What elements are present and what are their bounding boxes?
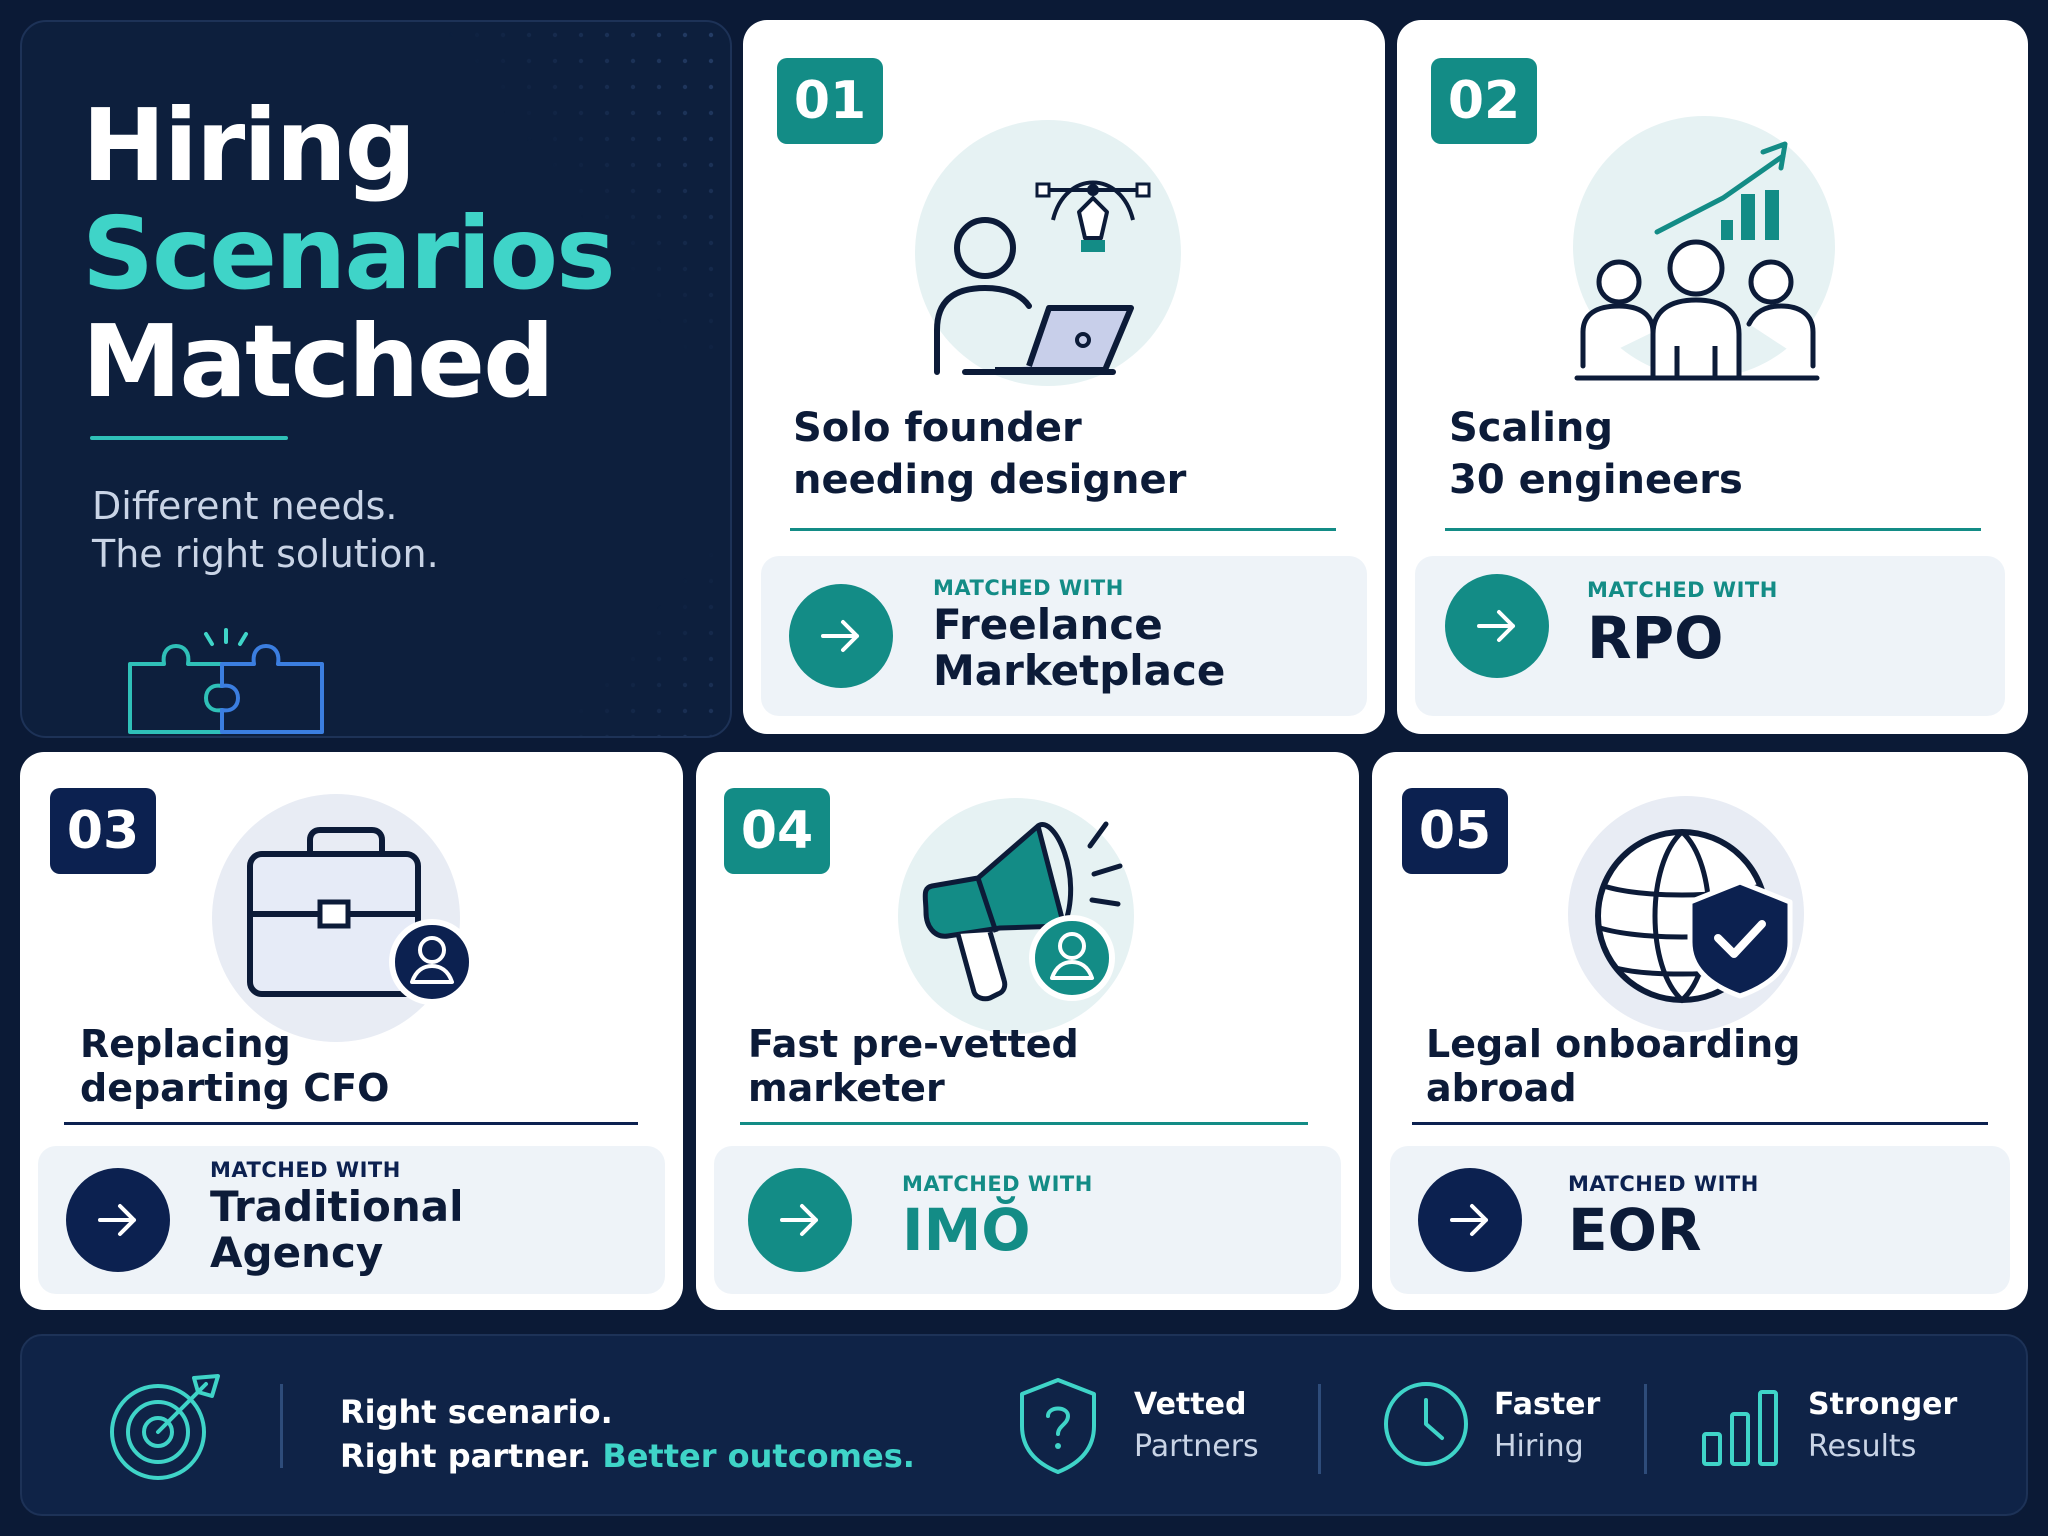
clock-icon (1384, 1382, 1468, 1466)
matched-solution: RPO (1587, 604, 1724, 672)
scenario-number: 01 (777, 58, 883, 144)
scenario-title: Scaling 30 engineers (1449, 405, 1743, 503)
match-panel: MATCHED WITH IMŎ (714, 1146, 1341, 1294)
scenario-number: 04 (724, 788, 830, 874)
title-underline (90, 436, 288, 440)
matched-with-label: MATCHED WITH (1568, 1172, 1759, 1196)
match-panel: MATCHED WITH Freelance Marketplace (761, 556, 1367, 716)
card-divider (740, 1122, 1308, 1125)
arrow-button[interactable] (748, 1168, 852, 1272)
puzzle-icon (128, 628, 324, 734)
card-divider (1412, 1122, 1988, 1125)
shield-question-icon (1020, 1378, 1096, 1474)
arrow-right-icon (98, 1204, 136, 1236)
hero-panel: Hiring Scenarios Matched Different needs… (20, 20, 732, 738)
footer-bar: Right scenario. Right partner. Better ou… (20, 1334, 2028, 1516)
scenario-number: 02 (1431, 58, 1537, 144)
arrow-right-icon (1450, 1204, 1488, 1236)
arrow-right-icon (780, 1204, 818, 1236)
arrow-right-icon (1477, 610, 1515, 642)
scenario-number: 05 (1402, 788, 1508, 874)
designer-laptop-icon (934, 180, 1151, 375)
matched-solution: Traditional Agency (210, 1182, 464, 1277)
feature-stronger-results: Stronger Results (1808, 1387, 1958, 1464)
matched-solution: EOR (1568, 1196, 1702, 1264)
matched-solution: IMŎ (902, 1196, 1031, 1264)
match-panel: MATCHED WITH Traditional Agency (38, 1146, 665, 1294)
card-divider (790, 528, 1336, 531)
scenario-card-01[interactable]: 01 Solo founder needing designer MATCHED… (743, 20, 1385, 734)
scenario-number: 03 (50, 788, 156, 874)
matched-with-label: MATCHED WITH (210, 1158, 401, 1182)
globe-shield-icon (1595, 829, 1793, 1004)
dot-pattern (442, 22, 730, 736)
arrow-button[interactable] (789, 584, 893, 688)
scenario-card-05[interactable]: 05 Legal onboarding abroad MATCHED WITH … (1372, 752, 2028, 1310)
scenario-title: Legal onboarding abroad (1426, 1022, 1801, 1110)
footer-divider (280, 1384, 283, 1468)
footer-tagline: Right scenario. Right partner. Better ou… (340, 1393, 915, 1475)
feature-faster-hiring: Faster Hiring (1494, 1387, 1601, 1464)
matched-with-label: MATCHED WITH (902, 1172, 1093, 1196)
scenario-card-02[interactable]: 02 Scaling 30 engineers MATCHED WITH RPO (1397, 20, 2028, 734)
arrow-button[interactable] (66, 1168, 170, 1272)
briefcase-icon (247, 827, 475, 1005)
arrow-button[interactable] (1445, 574, 1549, 678)
scenario-title: Solo founder needing designer (793, 405, 1187, 503)
page-title: Hiring Scenarios Matched (82, 87, 616, 420)
card-divider (1445, 528, 1981, 531)
scenario-card-04[interactable]: 04 Fast pre-vetted marketer MATCHED WITH… (696, 752, 1359, 1310)
matched-with-label: MATCHED WITH (1587, 578, 1778, 602)
card-divider (64, 1122, 638, 1125)
match-panel: MATCHED WITH EOR (1390, 1146, 2010, 1294)
footer-divider (1644, 1384, 1647, 1474)
matched-solution: Freelance Marketplace (933, 600, 1226, 695)
subtitle: Different needs. The right solution. (92, 484, 439, 576)
arrow-button[interactable] (1418, 1168, 1522, 1272)
megaphone-icon (922, 821, 1123, 1002)
bar-chart-icon (1702, 1390, 1778, 1466)
match-panel: MATCHED WITH RPO (1415, 556, 2005, 716)
scenario-card-03[interactable]: 03 Replacing departing CFO MATCHED WITH … (20, 752, 683, 1310)
scenario-title: Replacing departing CFO (80, 1022, 390, 1110)
footer-divider (1318, 1384, 1321, 1474)
team-growth-icon (1574, 141, 1820, 381)
feature-vetted-partners: Vetted Partners (1134, 1387, 1259, 1464)
arrow-right-icon (821, 620, 859, 652)
scenario-title: Fast pre-vetted marketer (748, 1022, 1079, 1110)
matched-with-label: MATCHED WITH (933, 576, 1124, 600)
target-icon (110, 1374, 220, 1480)
